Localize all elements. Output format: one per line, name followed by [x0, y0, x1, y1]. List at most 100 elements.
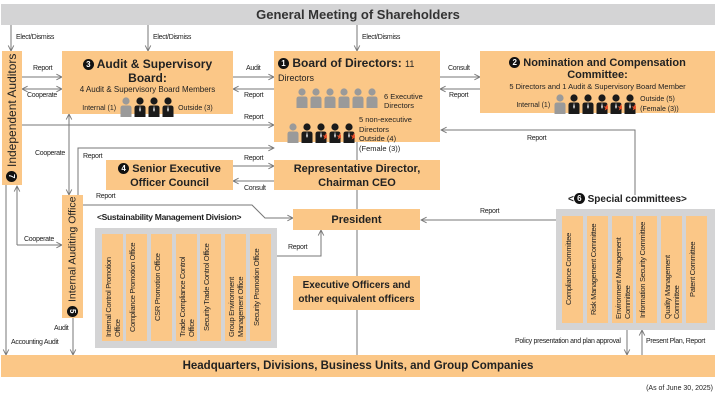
sustainability-office-item: Compliance Promotion Office: [126, 234, 147, 341]
report-label: Report: [288, 244, 308, 251]
internal-member-icon: [287, 123, 299, 148]
senior-council-line2: Officer Council: [130, 177, 209, 189]
special-committee-item: Quality Management Committee: [661, 216, 682, 323]
internal-count: Internal (1): [82, 104, 117, 112]
female-director-icon: [343, 123, 358, 148]
number-badge: 4: [118, 163, 130, 174]
senior-council-line1: Senior Executive: [132, 163, 221, 175]
report-label: Report: [244, 155, 264, 162]
internal-member-icon: [366, 88, 378, 113]
executive-icons: [296, 88, 378, 113]
audit-board-subtitle: 4 Audit & Supervisory Board Members: [79, 85, 216, 94]
number-badge: 1: [278, 58, 289, 69]
as-of-date: (As of June 30, 2025): [646, 385, 713, 392]
internal-count: Internal (1): [516, 101, 551, 109]
president-box: President: [293, 209, 420, 230]
elect-label: Elect/Dismiss: [362, 34, 401, 41]
hq-box: Headquarters, Divisions, Business Units,…: [1, 355, 715, 377]
elect-label: Elect/Dismiss: [16, 34, 55, 41]
independent-auditors-label: Independent Auditors: [5, 53, 19, 168]
special-title-label: Special committees>: [587, 194, 687, 205]
audit-board-title: Audit & Supervisory Board:: [96, 57, 213, 85]
audit-label: Audit: [246, 65, 261, 72]
bracket: <: [568, 194, 574, 205]
female-director-icon: [596, 94, 611, 116]
accounting-audit-label: Accounting Audit: [11, 339, 59, 346]
outside-member-icon: [134, 97, 146, 119]
outside-count: Outside (3): [178, 104, 213, 112]
elect-label: Elect/Dismiss: [153, 34, 192, 41]
report-label: Report: [33, 65, 53, 72]
report-label: Report: [244, 92, 264, 99]
report-label: Report: [449, 92, 469, 99]
number-badge: 3: [82, 59, 94, 70]
internal-member-icon: [310, 88, 322, 113]
special-board-report-arrow: [441, 130, 636, 195]
president-label: President: [331, 213, 382, 226]
number-badge: 6: [573, 193, 585, 204]
consult-label: Consult: [448, 65, 470, 72]
outside-member-icon: [148, 97, 160, 119]
nomination-title: Nomination and Compensation Committee:: [523, 57, 686, 81]
female-director-icon: [315, 123, 330, 148]
special-committee-item: Risk Management Committee: [587, 216, 608, 323]
general-meeting-box: General Meeting of Shareholders: [1, 4, 715, 25]
female-count: (Female (3)): [359, 143, 401, 153]
member-icons: [554, 94, 639, 116]
exec-officers-line2: other equivalent officers: [298, 294, 415, 305]
policy-label: Policy presentation and plan approval: [515, 338, 621, 345]
sustainability-office-item: Security Promotion Office: [250, 234, 271, 341]
present-plan-label: Present Plan, Report: [646, 338, 705, 345]
rep-director-line1: Representative Director,: [293, 163, 421, 175]
outside-count: Outside (4): [359, 134, 397, 143]
senior-council-box: 4 Senior Executive Officer Council: [106, 160, 233, 190]
report-label: Report: [480, 208, 500, 215]
report-label: Report: [83, 153, 103, 160]
female-director-icon: [329, 123, 344, 148]
consult-label: Consult: [244, 185, 266, 192]
nonexecutive-icons: [287, 123, 358, 148]
audit-board-box: 3 Audit & Supervisory Board: 4 Audit & S…: [62, 51, 233, 117]
internal-member-icon: [324, 88, 336, 113]
outside-member-icon: [162, 97, 174, 119]
nomination-subtitle: 5 Directors and 1 Audit & Supervisory Bo…: [509, 82, 686, 91]
internal-auditing-label: Internal Auditing Office: [66, 196, 79, 302]
internal-president-report-arrow: [83, 204, 293, 218]
internal-auditing-box: 5 Internal Auditing Office: [62, 195, 83, 318]
hq-label: Headquarters, Divisions, Business Units,…: [182, 360, 534, 372]
nonexecutive-label: 5 non-executive Directors: [359, 115, 412, 134]
internal-board-report-arrow: [77, 148, 274, 195]
board-of-directors-box: 1 Board of Directors: 11 Directors 6 Exe…: [274, 51, 440, 153]
internal-member-icon: [296, 88, 308, 113]
member-icons: [120, 97, 174, 119]
sustainability-office-item: Group Environment Management Office: [225, 234, 246, 341]
outside-member-icon: [582, 94, 594, 116]
rep-director-line2: Chairman CEO: [318, 177, 396, 189]
internal-member-icon: [338, 88, 350, 113]
executive-label: 6 Executive Directors: [384, 91, 423, 110]
representative-director-box: Representative Director, Chairman CEO: [274, 160, 440, 190]
nomination-committee-box: 2 Nomination and Compensation Committee:…: [480, 51, 715, 116]
internal-member-icon: [120, 97, 132, 119]
audit-label: Audit: [54, 325, 69, 332]
special-committee-item: Compliance Committee: [562, 216, 583, 323]
report-label: Report: [96, 193, 116, 200]
general-meeting-label: General Meeting of Shareholders: [256, 7, 460, 22]
sustainability-office-item: Internal Control Promotion Office: [102, 234, 123, 341]
sustainability-office-item: CSR Promotion Office: [151, 234, 172, 341]
outside-count: Outside (5): [640, 96, 675, 103]
internal-member-icon: [352, 88, 364, 113]
sustainability-title: <Sustainability Management Division>: [97, 212, 242, 222]
report-label: Report: [527, 135, 547, 142]
cooperate-label: Cooperate: [24, 236, 54, 243]
number-badge: 5: [67, 305, 78, 317]
independent-auditors-box: 7 Independent Auditors: [2, 51, 22, 185]
number-badge: 7: [6, 171, 18, 183]
sustainability-office-item: Trade Compliance Control Office: [176, 234, 197, 341]
report-label: Report: [244, 114, 264, 121]
special-committee-item: Information Security Committee: [636, 216, 657, 323]
board-count: 11 Directors: [278, 59, 415, 83]
